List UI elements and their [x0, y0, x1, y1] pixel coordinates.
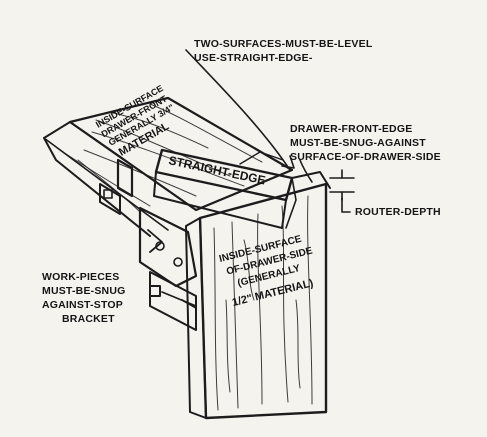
work-pieces-line1: WORK-PIECES — [42, 271, 120, 283]
drawer-side-edge — [185, 217, 207, 419]
leader-snug — [299, 159, 313, 183]
leader-straight-edge-tip — [239, 151, 284, 165]
leader-level — [185, 49, 291, 171]
snug-callout-line2: MUST-BE-SNUG-AGAINST — [290, 137, 426, 149]
drawer-front-top-face — [68, 96, 294, 212]
drawer-front-end — [43, 121, 151, 237]
drawer-front-board — [43, 96, 294, 237]
leader-router — [341, 197, 351, 213]
clamp-plate — [138, 206, 198, 288]
bracket-square-hole — [149, 285, 161, 297]
work-pieces-line4: BRACKET — [62, 313, 115, 325]
snug-callout-line1: DRAWER-FRONT-EDGE — [290, 123, 413, 135]
work-pieces-line2: MUST-BE-SNUG — [42, 285, 126, 297]
level-callout-line1: TWO-SURFACES-MUST-BE-LEVEL — [194, 38, 373, 50]
drawer-side-top-edge — [291, 171, 331, 189]
drawer-side-label: INSIDE-SURFACE OF-DRAWER-SIDE (GENERALLY… — [218, 234, 315, 309]
leader-lines — [161, 49, 355, 307]
lower-bracket — [149, 271, 197, 331]
level-callout-line2: USE-STRAIGHT-EDGE- — [194, 52, 313, 64]
straight-edge-label: STRAIGHT-EDGE — [167, 153, 266, 187]
work-pieces-line3: AGAINST-STOP — [42, 299, 123, 311]
drawer-side-board — [185, 171, 331, 420]
router-depth-label: ROUTER-DEPTH — [355, 206, 441, 218]
snug-callout-line3: SURFACE-OF-DRAWER-SIDE — [290, 151, 441, 163]
leader-work-pieces — [161, 291, 197, 307]
